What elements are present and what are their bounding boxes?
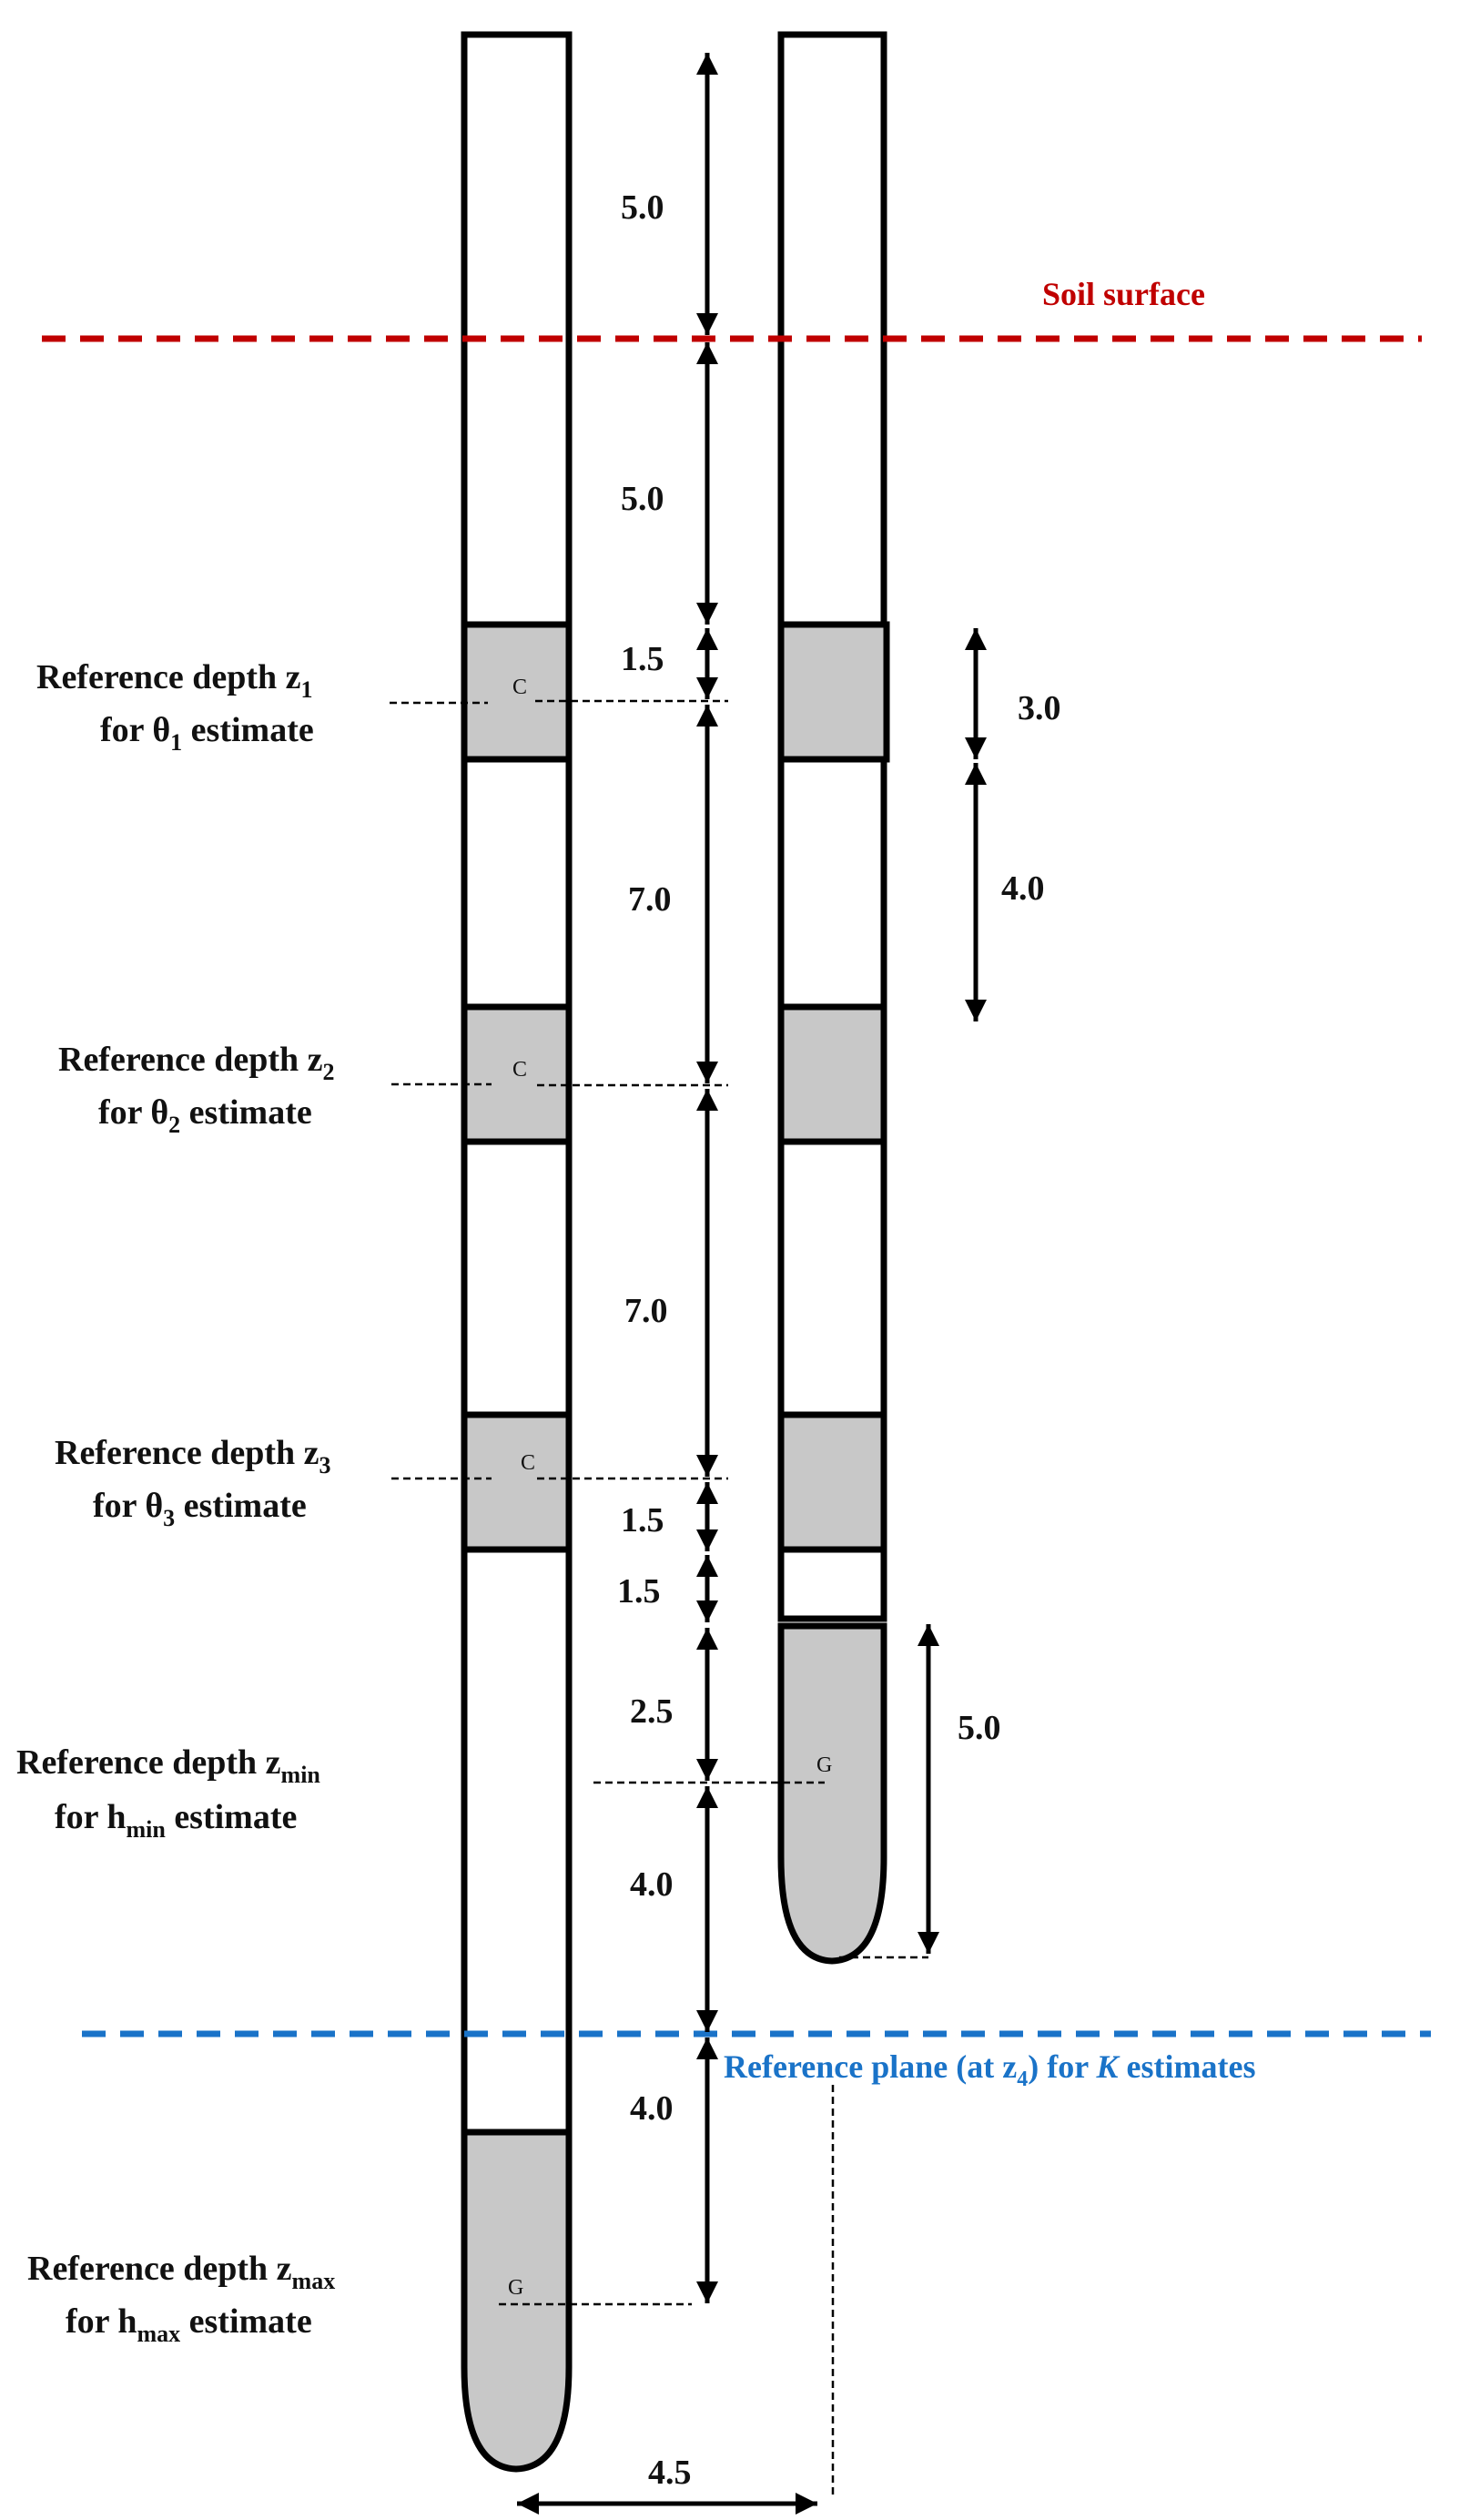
- svg-text:for hmin estimate: for hmin estimate: [55, 1798, 297, 1843]
- svg-text:Reference depth z3: Reference depth z3: [55, 1434, 331, 1478]
- soil-surface-label: Soil surface: [1042, 276, 1205, 312]
- dim-value-9: 4.0: [630, 1865, 674, 1904]
- left-capacitance-sensor-2: [461, 1003, 573, 1145]
- dim-value-10: 4.0: [630, 2089, 674, 2128]
- svg-text:Reference depth zmin: Reference depth zmin: [16, 1743, 320, 1788]
- svg-text:Reference depth z1: Reference depth z1: [36, 658, 313, 703]
- dim-value-4: 7.0: [628, 880, 672, 919]
- capacitance-mark-3: C: [521, 1451, 535, 1475]
- depth-label-z1: Reference depth z1 for θ1 estimate: [36, 658, 314, 756]
- reference-plane-label: Reference plane (at z4) for K estimates: [724, 2048, 1256, 2091]
- capacitance-mark-2: C: [512, 1058, 527, 1082]
- right-dimension-values: 3.0 4.0 5.0: [958, 689, 1061, 1747]
- svg-text:Reference depth z2: Reference depth z2: [58, 1041, 335, 1085]
- right-sensor-3: [777, 1411, 887, 1553]
- svg-text:for hmax estimate: for hmax estimate: [66, 2302, 312, 2347]
- right-dim-value-3: 5.0: [958, 1709, 1001, 1747]
- reference-leaders: [390, 699, 928, 2499]
- left-gypsum-block: [461, 2129, 573, 2473]
- right-dimension-arrows: [918, 628, 987, 1954]
- right-probe: [777, 31, 890, 1965]
- dim-value-8: 2.5: [630, 1692, 674, 1731]
- dim-value-6: 1.5: [621, 1501, 664, 1539]
- right-probe-body: [777, 31, 887, 1622]
- dim-value-2: 5.0: [621, 480, 664, 518]
- svg-text:for θ1 estimate: for θ1 estimate: [100, 711, 314, 756]
- dim-value-5: 7.0: [624, 1292, 668, 1330]
- depth-label-z3: Reference depth z3 for θ3 estimate: [55, 1434, 331, 1531]
- left-capacitance-sensor-1: [461, 621, 573, 763]
- gypsum-mark-right: G: [816, 1753, 832, 1777]
- depth-label-zmin: Reference depth zmin for hmin estimate: [16, 1743, 320, 1843]
- dim-value-1: 5.0: [621, 188, 664, 227]
- svg-text:for θ2 estimate: for θ2 estimate: [98, 1093, 312, 1138]
- right-sensor-1: [777, 621, 890, 763]
- left-capacitance-sensor-3: [461, 1411, 573, 1553]
- depth-label-zmax: Reference depth zmax for hmax estimate: [27, 2250, 335, 2347]
- dim-value-7: 1.5: [617, 1572, 661, 1611]
- left-dimension-values: 5.0 5.0 1.5 7.0 7.0 1.5 1.5 2.5 4.0 4.0: [617, 188, 674, 2128]
- depth-label-z2: Reference depth z2 for θ2 estimate: [58, 1041, 335, 1138]
- capacitance-mark-1: C: [512, 676, 527, 699]
- right-sensor-2: [777, 1003, 887, 1145]
- svg-text:Reference depth zmax: Reference depth zmax: [27, 2250, 335, 2294]
- gypsum-mark-left: G: [508, 2276, 523, 2300]
- svg-text:for θ3 estimate: for θ3 estimate: [93, 1487, 307, 1531]
- probe-spacing-value: 4.5: [648, 2454, 692, 2492]
- dim-value-3: 1.5: [621, 640, 664, 678]
- right-dim-value-1: 3.0: [1018, 689, 1061, 727]
- right-gypsum-block: [777, 1622, 887, 1965]
- left-probe: [461, 31, 573, 2473]
- right-dim-value-2: 4.0: [1001, 869, 1045, 908]
